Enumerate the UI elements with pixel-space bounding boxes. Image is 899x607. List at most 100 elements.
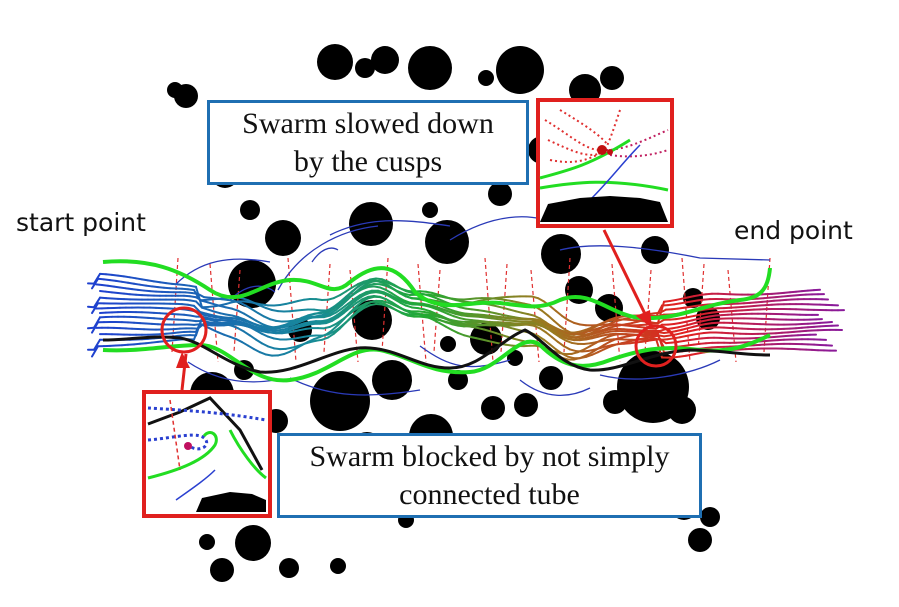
- swarm-segment: [243, 312, 251, 319]
- swarm-segment: [287, 321, 295, 327]
- swarm-segment: [435, 312, 443, 318]
- swarm-segment: [671, 326, 679, 330]
- swarm-segment: [597, 331, 605, 336]
- swarm-segment: [623, 342, 631, 345]
- swarm-segment: [285, 326, 293, 330]
- swarm-segment: [495, 312, 503, 316]
- swarm-segment: [351, 297, 359, 305]
- swarm-segment: [659, 308, 667, 314]
- reference-path: [102, 328, 771, 374]
- swarm-segment: [429, 294, 437, 300]
- swarm-segment: [421, 314, 429, 319]
- swarm-segment: [693, 324, 701, 328]
- swarm-segment: [275, 325, 283, 329]
- swarm-segment: [423, 313, 431, 317]
- inset-pointer-left: [176, 352, 190, 391]
- swarm-segment: [235, 338, 243, 344]
- swarm-segment: [255, 338, 263, 345]
- swarm-segment: [91, 321, 99, 334]
- swarm-segment: [189, 319, 197, 323]
- swarm-segment: [451, 329, 459, 334]
- swarm-segment: [387, 284, 395, 291]
- swarm-segment: [547, 323, 555, 329]
- swarm-segment: [209, 315, 217, 319]
- swarm-segment: [681, 316, 689, 320]
- swarm-segment: [603, 319, 611, 324]
- swarm-segment: [511, 300, 519, 304]
- swarm-segment: [567, 355, 575, 360]
- swarm-segment: [691, 332, 699, 336]
- swarm-segment: [625, 322, 633, 326]
- swarm-segment: [245, 323, 253, 328]
- swarm-segment: [543, 322, 551, 328]
- obstacle: [408, 46, 452, 90]
- swarm-segment: [453, 319, 461, 323]
- swarm-segment: [159, 281, 167, 285]
- swarm-segment: [631, 325, 639, 328]
- obstacle: [507, 350, 523, 366]
- swarm-segment: [363, 301, 371, 307]
- swarm-segment: [693, 294, 701, 298]
- obstacle: [371, 46, 399, 74]
- swarm-segment: [433, 319, 441, 325]
- swarm-segment: [345, 290, 353, 298]
- swarm-segment: [293, 319, 301, 324]
- swarm-segment: [237, 309, 245, 315]
- swarm-segment: [471, 308, 479, 312]
- swarm-segment: [319, 322, 327, 325]
- swarm-segment: [547, 314, 555, 322]
- swarm-segment: [679, 354, 687, 358]
- swarm-segment: [399, 299, 407, 305]
- swarm-segment: [443, 309, 451, 314]
- swarm-segment: [191, 292, 199, 295]
- swarm-segment: [339, 307, 347, 315]
- swarm-segment: [429, 312, 437, 317]
- swarm-segment: [251, 308, 259, 315]
- swarm-segment: [339, 321, 347, 330]
- swarm-segment: [279, 302, 287, 306]
- swarm-segment: [603, 345, 611, 351]
- swarm-segment: [683, 323, 691, 327]
- swarm-segment: [711, 311, 719, 314]
- swarm-segment: [441, 305, 449, 310]
- swarm-segment: [157, 340, 165, 343]
- swarm-segment: [351, 283, 359, 289]
- swarm-segment: [465, 318, 473, 322]
- callout-cusps-line2: by the cusps: [293, 144, 443, 178]
- swarm-segment: [171, 331, 179, 335]
- swarm-segment: [285, 337, 293, 341]
- swarm-segment: [183, 283, 191, 287]
- swarm-segment: [259, 304, 267, 310]
- swarm-segment: [183, 298, 191, 302]
- swarm-segment: [513, 327, 521, 332]
- swarm-segment: [359, 291, 367, 297]
- swarm-segment: [291, 324, 299, 329]
- swarm-segment: [333, 327, 341, 335]
- swarm-segment: [477, 298, 485, 303]
- swarm-segment: [117, 274, 125, 278]
- swarm-segment: [405, 290, 413, 294]
- swarm-segment: [685, 353, 693, 357]
- swarm-segment: [287, 330, 295, 334]
- callout-cusps-line1: Swarm slowed down: [242, 106, 494, 140]
- swarm-segment: [381, 278, 389, 283]
- swarm-segment: [677, 324, 685, 329]
- swarm-segment: [627, 339, 635, 343]
- swarm-segment: [337, 317, 345, 327]
- swarm-segment: [699, 322, 707, 327]
- swarm-segment: [299, 327, 307, 332]
- swarm-segment: [361, 295, 369, 301]
- swarm-segment: [639, 336, 647, 341]
- swarm-segment: [207, 301, 215, 306]
- swarm-segment: [687, 343, 695, 347]
- swarm-segment: [285, 301, 293, 305]
- swarm-segment: [437, 318, 445, 323]
- swarm-segment: [405, 295, 413, 300]
- obstacle: [514, 393, 538, 417]
- swarm-segment: [535, 318, 543, 323]
- swarm-segment: [509, 308, 517, 313]
- swarm-segment: [443, 295, 451, 300]
- swarm-segment: [675, 297, 683, 301]
- swarm-segment: [245, 320, 253, 325]
- swarm-segment: [457, 331, 465, 337]
